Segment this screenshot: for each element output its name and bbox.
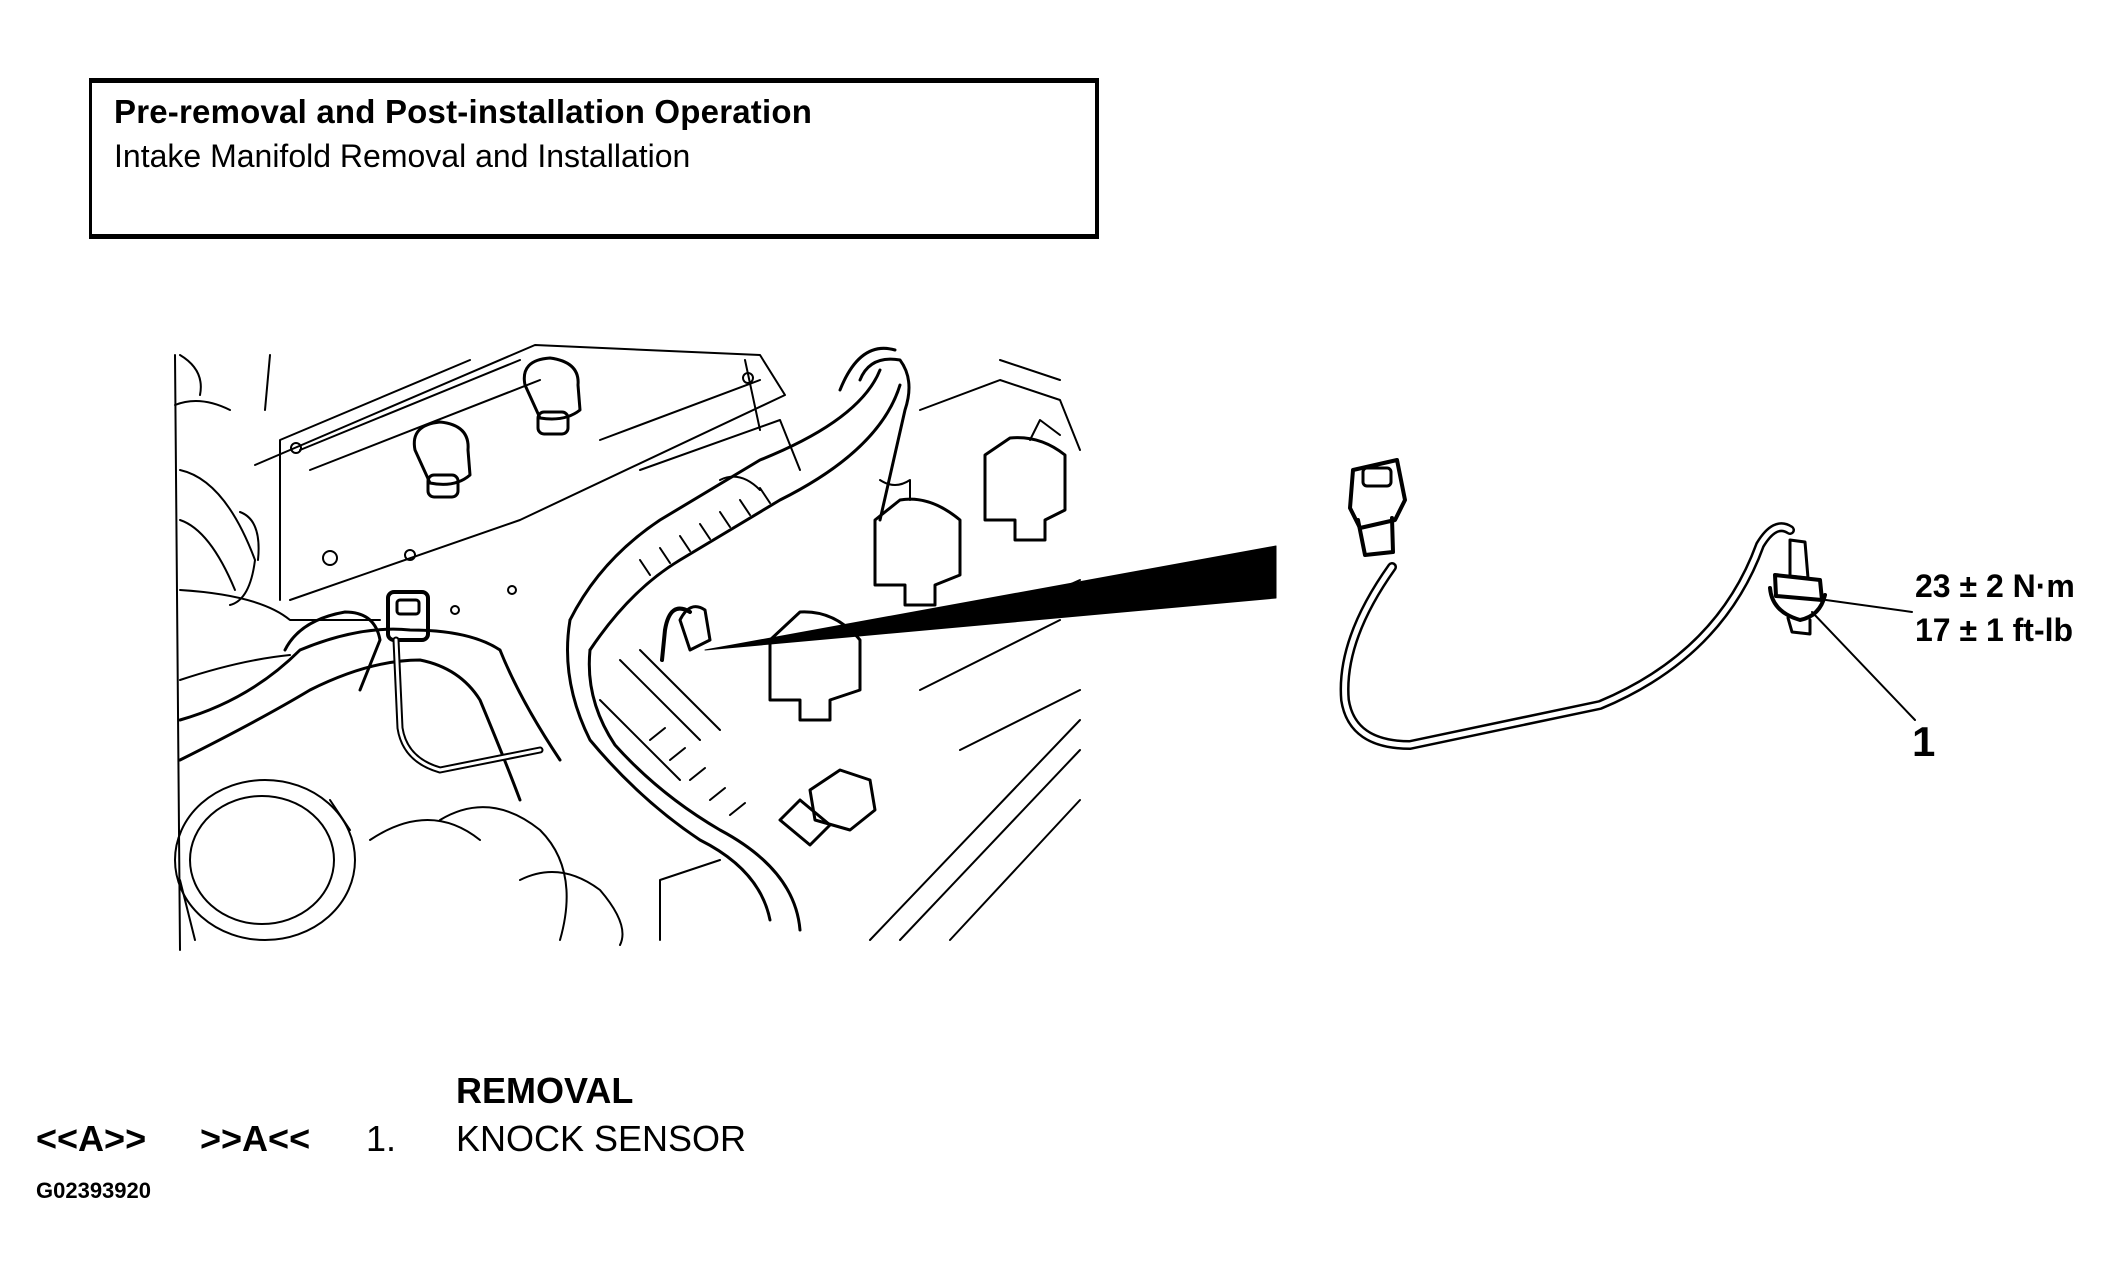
torque-nm-label: 23 ± 2 N·m [1915, 568, 2075, 604]
removal-ref: <<A>> [36, 1118, 147, 1159]
torque-ftlb-label: 17 ± 1 ft-lb [1915, 612, 2074, 648]
callout-number: 1 [1912, 718, 1936, 765]
item-number: 1. [366, 1118, 397, 1159]
leader-wedge [704, 545, 1277, 651]
header-subtitle: Intake Manifold Removal and Installation [114, 138, 691, 174]
header-box: Pre-removal and Post-installation Operat… [89, 78, 1099, 239]
header-title: Pre-removal and Post-installation Operat… [114, 93, 813, 130]
install-ref: >>A<< [200, 1118, 311, 1159]
item-part: KNOCK SENSOR [456, 1118, 747, 1159]
engine-bay-drawing [174, 344, 1081, 951]
knock-sensor-detail [1339, 458, 1916, 750]
figure-code: G02393920 [36, 1178, 151, 1203]
section-title: REMOVAL [456, 1070, 634, 1111]
